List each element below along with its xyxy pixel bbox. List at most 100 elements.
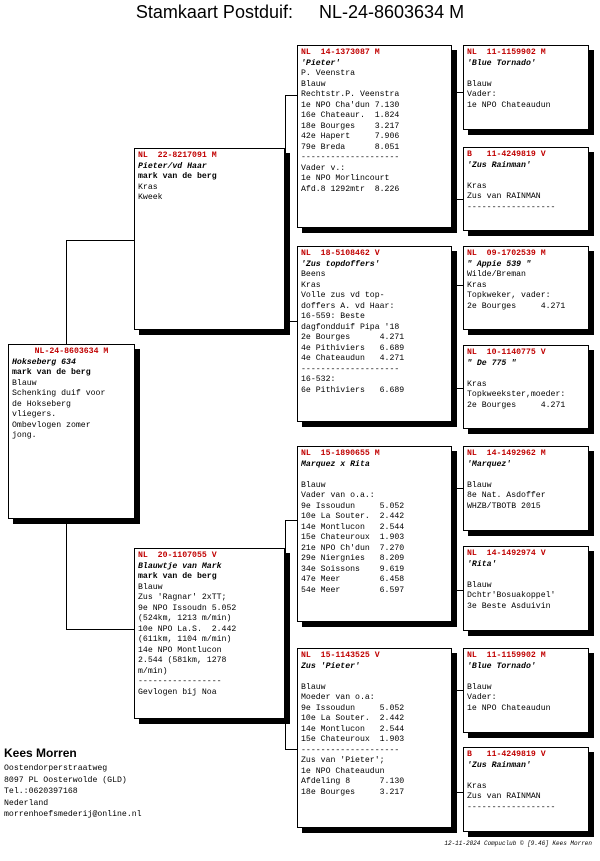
bird-info-line: --------------------	[301, 364, 400, 374]
bird-name: 'Zus Rainman'	[467, 760, 531, 770]
ring-number: NL 11-1159902 M	[467, 48, 546, 57]
connector	[285, 520, 297, 521]
bird-info-line: (524km, 1213 m/min)	[138, 614, 232, 623]
bird-info-line: 4e Pithiviers 6.689	[301, 343, 405, 353]
connector	[452, 285, 463, 286]
bird-info-line: Schenking duif voor	[12, 389, 106, 398]
bird-info-line: 1e NPO Chateaudun	[301, 766, 385, 776]
connector	[452, 792, 463, 793]
bird-name: Hokseberg 634	[12, 357, 76, 367]
bird-name: " De 775 "	[467, 358, 517, 368]
ring-number: NL 15-1890655 M	[301, 449, 380, 458]
bird-info-line: Afd.8 1292mtr 8.226	[301, 184, 400, 194]
connector	[285, 95, 286, 321]
bird-info-line: 15e Chateuroux 1.903	[301, 533, 405, 542]
bird-name: 'Marquez'	[467, 459, 512, 469]
ring-number: NL 14-1373087 M	[301, 48, 380, 57]
bird-info-line: ------------------	[467, 202, 556, 212]
owner-email[interactable]: morrenhoefsmederij@online.nl	[4, 810, 142, 819]
bird-info-line: Vader v.:	[301, 163, 346, 173]
bird-info-line: Blauw	[12, 378, 37, 388]
bird-info-line: 2e Bourges 4.271	[467, 400, 566, 410]
connector	[452, 690, 453, 792]
title-label: Stamkaart Postduif:	[135, 2, 293, 22]
bird-name: Marquez x Rita	[301, 459, 370, 469]
ring-number: NL 14-1492974 V	[467, 549, 546, 558]
bird-info-line	[301, 470, 448, 481]
bird-name: Zus 'Pieter'	[301, 661, 360, 671]
connector	[66, 629, 134, 630]
bird-info-line: 9e NPO Issoudn 5.052	[138, 603, 237, 613]
bird-info-line: Blauw	[301, 79, 326, 89]
connector	[66, 240, 67, 344]
bird-info-line: mark van de berg	[138, 572, 217, 581]
bird-info-line: m/min)	[138, 666, 168, 676]
connector	[285, 321, 297, 322]
ring-number: NL 09-1702539 M	[467, 249, 546, 258]
bird-name: 'Zus Rainman'	[467, 160, 531, 170]
connector	[452, 199, 463, 200]
bird-info-line: 9e Issoudun 5.052	[301, 703, 405, 713]
bird-name: 'Blue Tornado'	[467, 661, 536, 671]
bird-info-line: dagfondduif Pipa '18	[301, 322, 400, 332]
connector	[452, 690, 463, 691]
bird-name: 'Zus topdoffers'	[301, 259, 380, 269]
bird-info-line	[467, 171, 585, 182]
bird-info-line: Kras	[467, 280, 487, 290]
bird-info-line: Kras	[467, 181, 487, 191]
bird-info-line	[467, 69, 585, 80]
bird-info-line	[467, 570, 585, 581]
page-title: Stamkaart Postduif:NL-24-8603634 M	[0, 2, 600, 23]
bird-name: 'Pieter'	[301, 58, 341, 68]
bird-info-line: 47e Meer 6.458	[301, 575, 405, 584]
bird-info-line: 54e Meer 6.597	[301, 585, 405, 595]
bird-card-sd-sire[interactable]: NL 09-1702539 M" Appie 539 "Wilde/Breman…	[463, 246, 589, 330]
bird-info-line: 3e Beste Asduivin	[467, 601, 551, 611]
bird-info-line: Blauw	[301, 682, 326, 692]
bird-info-line: Blauw	[138, 582, 163, 592]
footer-credit: 12-11-2024 Compuclub © [9.46] Kees Morre…	[444, 840, 592, 847]
connector	[285, 749, 297, 750]
connector	[452, 92, 453, 199]
bird-info-line: 2.544 (581km, 1278	[138, 656, 227, 665]
owner-block: Kees Morren Oostendorperstraatweg 8097 P…	[4, 745, 142, 821]
bird-info-line: 34e Soissons 9.619	[301, 564, 405, 574]
bird-info-line: Dchtr'Bosuakoppel'	[467, 591, 556, 600]
connector	[452, 388, 463, 389]
bird-info-line: 16-559: Beste	[301, 312, 365, 321]
bird-info-line: 21e NPO Ch'dun 7.270	[301, 543, 405, 553]
bird-info-line: WHZB/TBOTB 2015	[467, 501, 541, 511]
ring-number: NL 22-8217091 M	[138, 151, 217, 160]
ring-number: NL-24-8603634 M	[34, 347, 109, 356]
bird-info-line: Kras	[467, 379, 487, 389]
owner-line: Tel.:0620397168	[4, 787, 78, 796]
bird-info-line: 6e Pithiviers 6.689	[301, 385, 405, 395]
bird-info-line: --------------------	[301, 153, 400, 162]
bird-info-line: 18e Bourges 3.217	[301, 787, 405, 797]
ring-number: B 11-4249819 V	[467, 150, 546, 159]
bird-info-line: 14e Montlucon 2.544	[301, 724, 405, 734]
bird-info-line: Blauw	[467, 480, 492, 490]
bird-info-line: 42e Hapert 7.906	[301, 132, 400, 141]
connector	[452, 488, 453, 590]
bird-info-line: Zus van RAINMAN	[467, 192, 541, 201]
bird-info-line: 2e Bourges 4.271	[467, 301, 566, 311]
bird-info-line: Vader:	[467, 693, 497, 702]
connector	[285, 95, 297, 96]
bird-info-line: Topkweekster,moeder:	[467, 390, 566, 399]
bird-info-line	[467, 771, 585, 782]
